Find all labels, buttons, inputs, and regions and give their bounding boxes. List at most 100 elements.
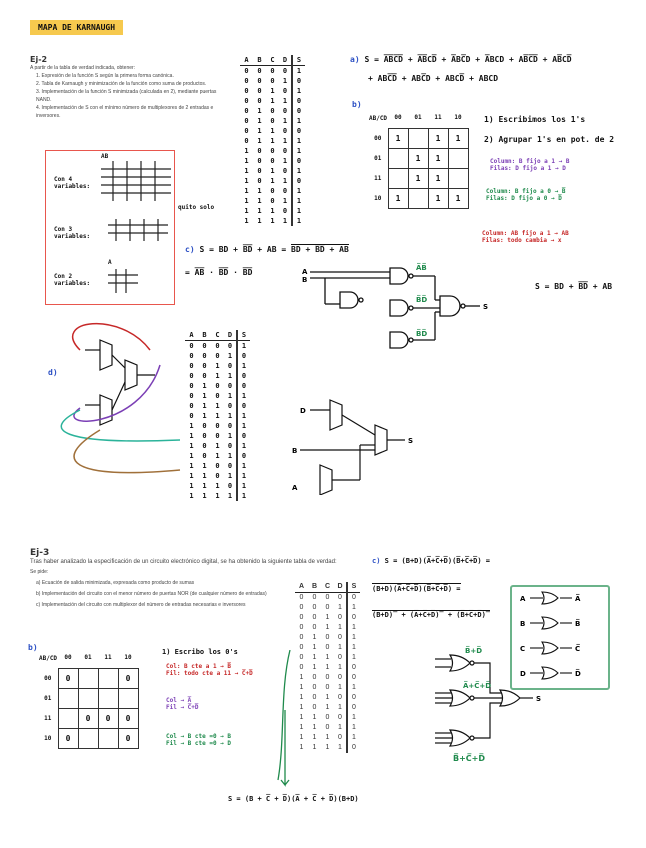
table-cell: 1 xyxy=(346,643,360,653)
table-cell: 1 xyxy=(282,137,288,145)
table-cell: 1 xyxy=(257,197,262,205)
table-cell: 1 xyxy=(346,603,360,613)
ej2-a-expression: a) S = A̅B̅C̅D̅ + A̅B̅CD̅ + A̅BC̅D + A̅B… xyxy=(350,55,572,64)
table-cell: 1 xyxy=(215,482,220,490)
table-cell: 1 xyxy=(227,472,233,480)
table-cell: 0 xyxy=(215,392,220,400)
table-cell: 1 xyxy=(270,177,275,185)
table-cell: 0 xyxy=(346,663,360,673)
table-cell: 1 xyxy=(282,217,288,225)
table-cell: 1 xyxy=(236,481,250,491)
table-cell: 1 xyxy=(244,187,249,195)
table-cell: 1 xyxy=(227,452,233,460)
four-vars-label: Con 4 variables: xyxy=(54,176,91,190)
table-cell: 0 xyxy=(189,412,194,420)
table-cell: 0 xyxy=(282,87,288,95)
table-cell: 0 xyxy=(325,724,330,731)
table-cell: 1 xyxy=(257,137,262,145)
gate-label: B̅+D̅ xyxy=(465,646,482,655)
table-cell: 0 xyxy=(227,482,233,490)
ej3-heading: Ej-3 xyxy=(30,548,50,558)
table-cell: 1 xyxy=(312,644,317,651)
table-cell: 1 xyxy=(227,372,233,380)
table-cell: 0 xyxy=(270,157,275,165)
table-cell: 0 xyxy=(325,604,330,611)
kmap-row-header: 11 xyxy=(44,714,52,722)
k4-top: AB xyxy=(101,153,109,160)
ej2-item: 3. Implementación de la función S minimi… xyxy=(36,89,217,103)
part-label: d) xyxy=(48,368,58,377)
table-cell: 1 xyxy=(257,217,262,225)
table-cell: 0 xyxy=(189,402,194,410)
input-d-label: D xyxy=(300,407,306,415)
ej3-intro: Tras haber analizado la especificación d… xyxy=(30,559,337,565)
note: Column: B fijo a 1 → B xyxy=(490,158,570,165)
table-cell: 0 xyxy=(202,442,207,450)
kmap-col-header: 10 xyxy=(454,114,462,122)
table-cell: 1 xyxy=(346,723,360,733)
table-cell: 1 xyxy=(202,472,207,480)
table-cell: 1 xyxy=(338,604,342,611)
table-cell: 0 xyxy=(282,147,288,155)
column-header: D xyxy=(224,330,237,341)
ej3-group-red: Col: B cte a 1 → B̅Fil: todo cte a 11 → … xyxy=(166,663,253,677)
table-cell: 0 xyxy=(236,351,250,361)
gate-label: B̅+C̅+D̅ xyxy=(453,753,485,763)
kmap-cell: 0 xyxy=(57,727,79,749)
table-cell: 1 xyxy=(189,472,194,480)
table-cell: 1 xyxy=(270,127,275,135)
table-cell: 0 xyxy=(215,462,220,470)
table-cell: 1 xyxy=(299,744,304,751)
table-cell: 0 xyxy=(215,432,220,440)
column-header: A xyxy=(240,55,253,66)
table-cell: 0 xyxy=(257,177,262,185)
gate-bd2-label: B̅D̅ xyxy=(416,329,427,338)
table-cell: 1 xyxy=(215,452,220,460)
table-cell: 1 xyxy=(312,634,317,641)
kmap-col-header: 11 xyxy=(104,654,112,662)
table-cell: 1 xyxy=(189,492,194,500)
ej3-c-line1: c) S = (B+D)(A̅+C̅+D̅)(B̅+C̅+D̅) = xyxy=(372,557,490,565)
ej2-intro: A partir de la tabla de verdad indicada,… xyxy=(30,65,136,71)
table-cell: 0 xyxy=(325,634,330,641)
table-cell: 1 xyxy=(189,482,194,490)
table-cell: 1 xyxy=(202,482,207,490)
part-label: c) xyxy=(185,245,195,254)
expression-negated: BD + B̅D̅ + AB xyxy=(291,244,349,254)
table-cell: 0 xyxy=(282,67,288,75)
table-cell: 0 xyxy=(227,442,233,450)
expression: S = (B+D)(A̅+C̅+D̅)(B̅+C̅+D̅) = xyxy=(384,557,491,565)
table-cell: 0 xyxy=(227,462,233,470)
table-cell: 0 xyxy=(346,613,360,623)
kmap-var-left: CD xyxy=(379,114,388,122)
table-cell: 1 xyxy=(227,352,233,360)
kmap-cell xyxy=(57,707,79,729)
table-cell: 1 xyxy=(325,654,330,661)
table-cell: 1 xyxy=(270,137,275,145)
table-cell: 0 xyxy=(202,362,207,370)
table-cell: 0 xyxy=(189,392,194,400)
column-header: B xyxy=(198,330,211,341)
kmap-cell xyxy=(77,667,99,689)
kmap-cell: 1 xyxy=(447,127,469,149)
table-cell: 1 xyxy=(236,471,250,481)
mux-circuit-2: D B A S xyxy=(292,399,413,495)
